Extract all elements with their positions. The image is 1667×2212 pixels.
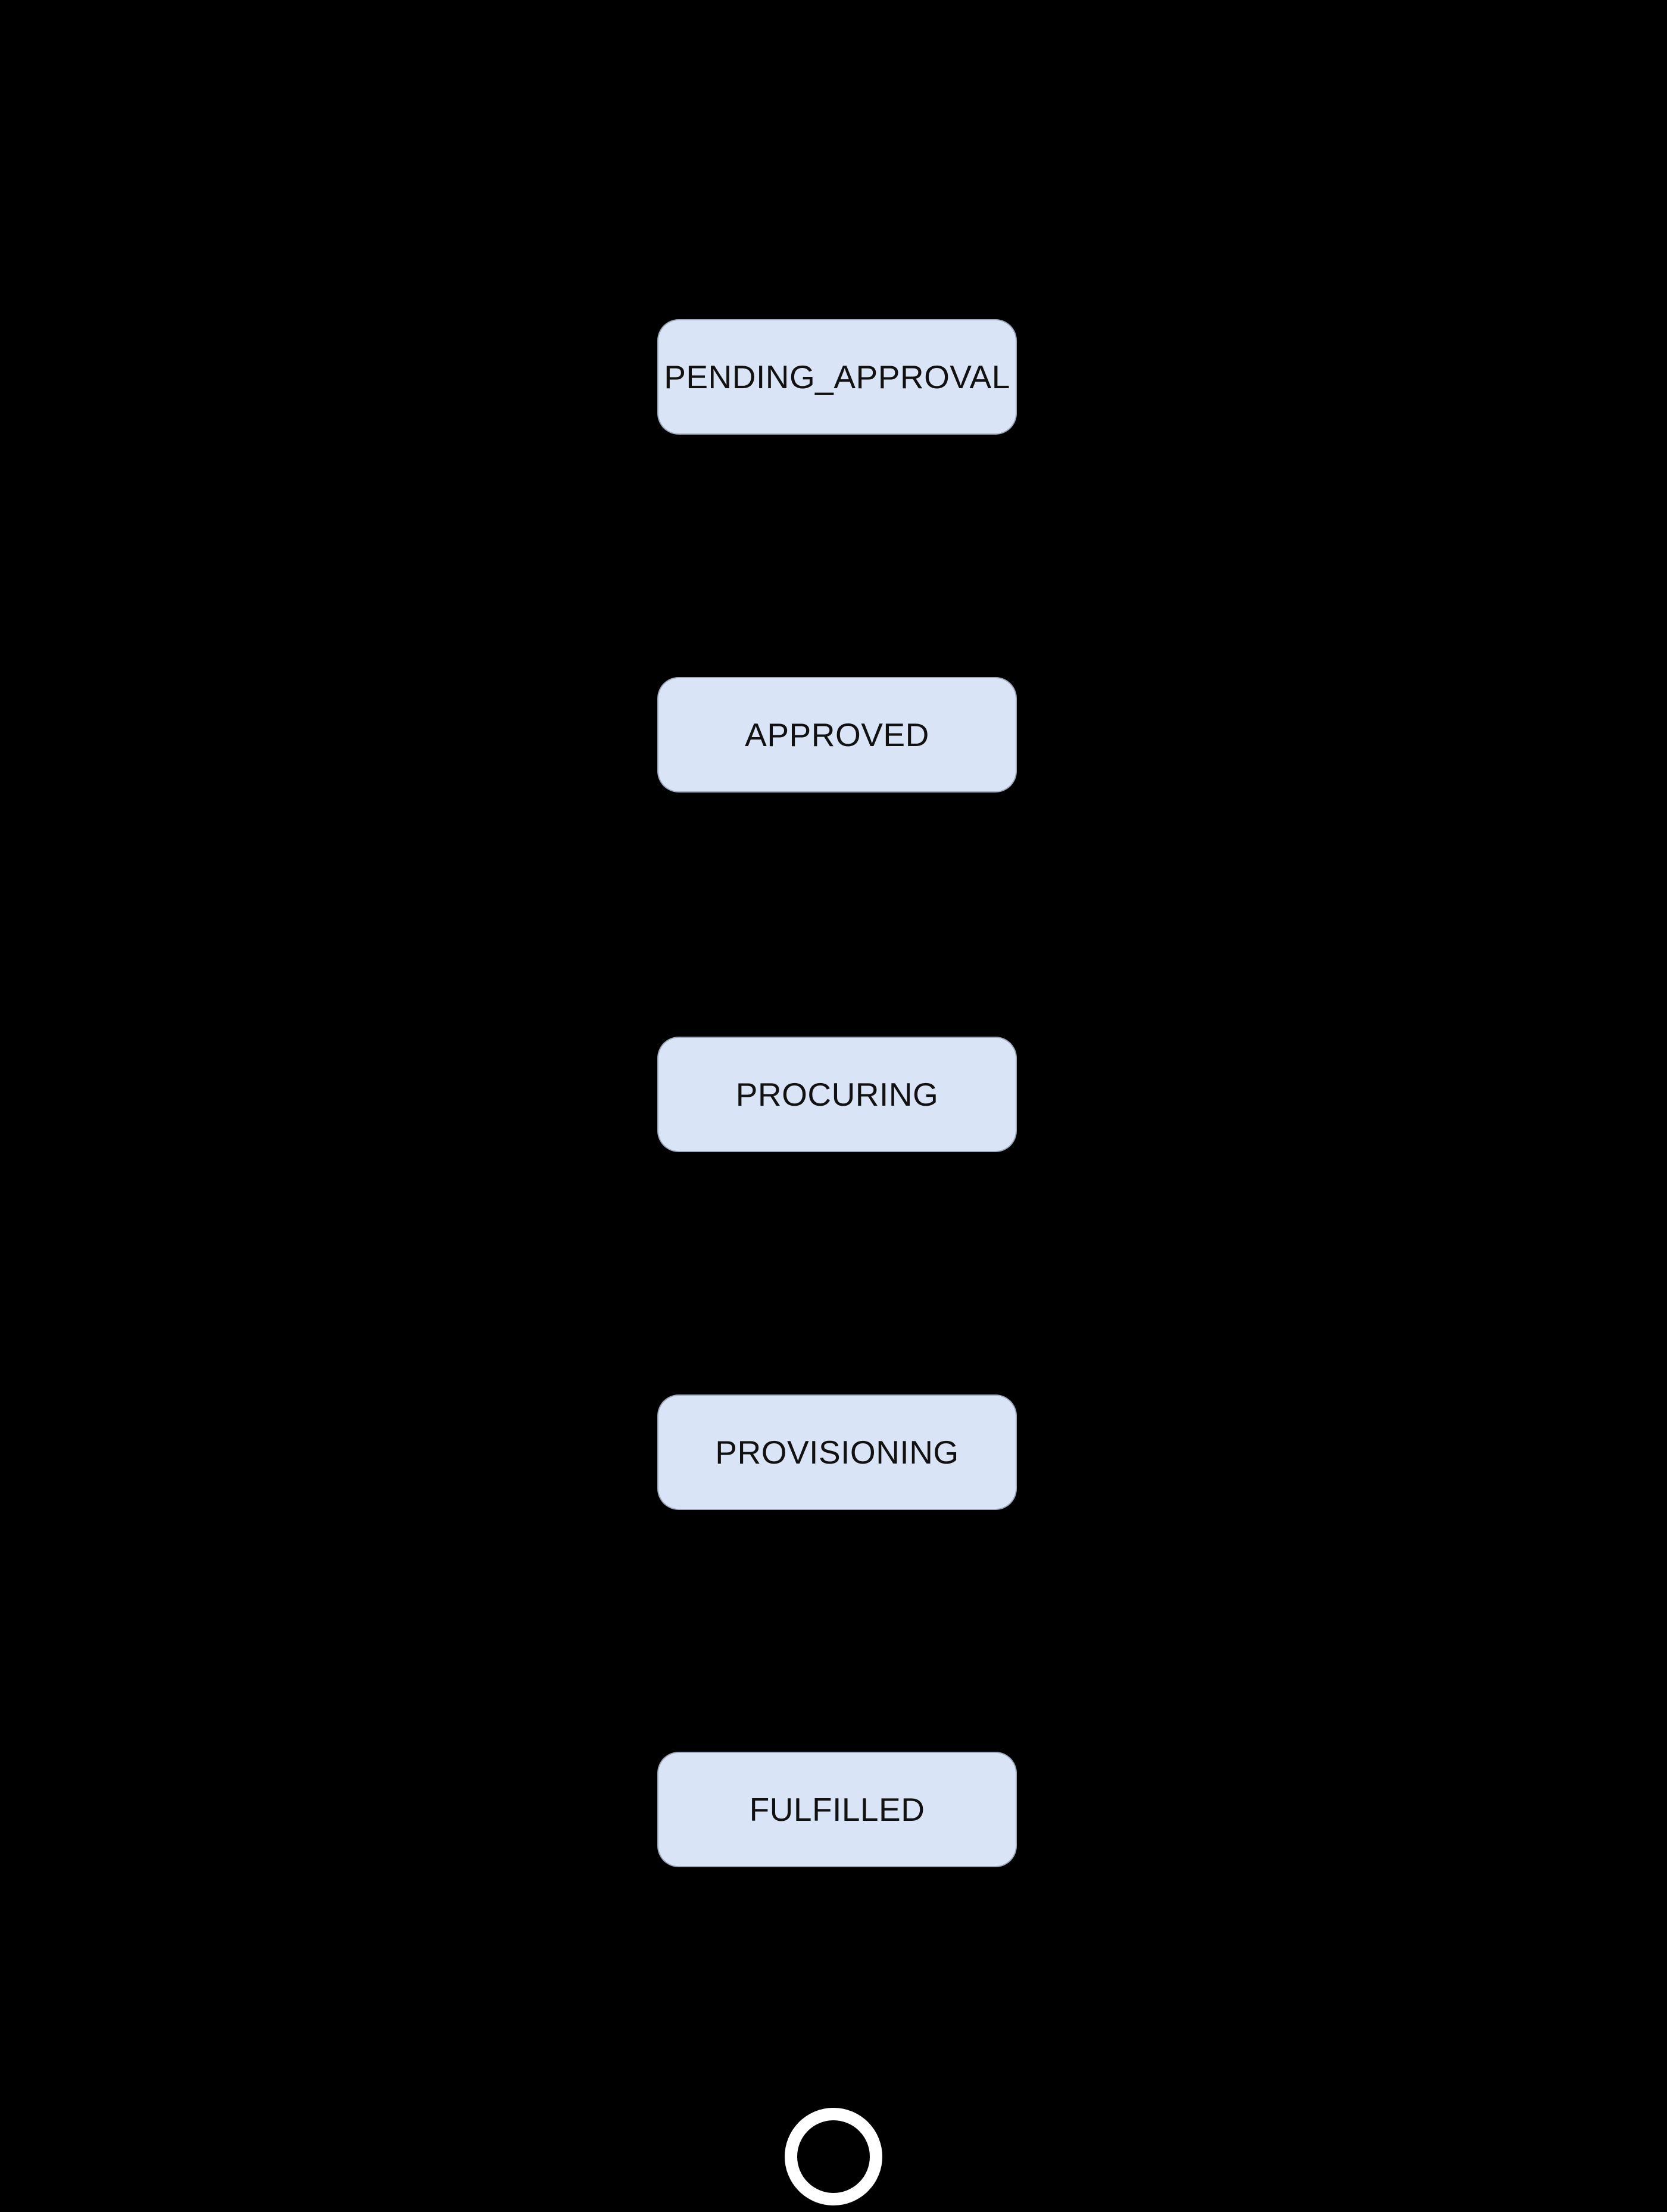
state-node-label: FULFILLED bbox=[749, 1791, 925, 1828]
state-node-approved: APPROVED bbox=[657, 677, 1017, 793]
state-node-fulfilled: FULFILLED bbox=[657, 1752, 1017, 1867]
state-node-procuring: PROCURING bbox=[657, 1037, 1017, 1152]
state-node-label: PROCURING bbox=[735, 1076, 939, 1113]
state-node-pending-approval: PENDING_APPROVAL bbox=[657, 319, 1017, 435]
state-node-label: PROVISIONING bbox=[715, 1434, 959, 1471]
state-node-label: APPROVED bbox=[745, 716, 929, 753]
state-node-label: PENDING_APPROVAL bbox=[664, 358, 1010, 395]
end-state-ring-icon bbox=[785, 2108, 882, 2205]
state-node-provisioning: PROVISIONING bbox=[657, 1394, 1017, 1510]
